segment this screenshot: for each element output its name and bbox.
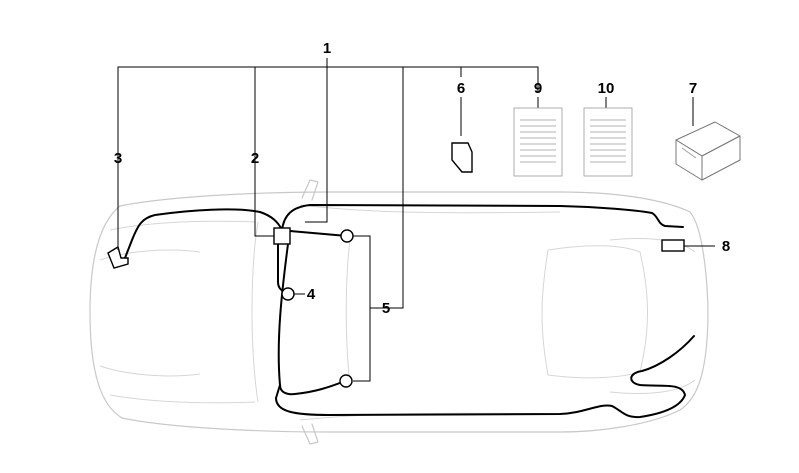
part-8-component [661, 239, 685, 252]
callout-labels: 1 2 3 4 5 6 7 8 9 10 [114, 40, 730, 317]
car-outline [89, 179, 709, 445]
callout-9: 9 [534, 80, 542, 97]
part-4-component [281, 287, 295, 301]
callout-1: 1 [323, 40, 331, 57]
callout-6: 6 [457, 80, 465, 97]
callout-10: 10 [598, 80, 615, 97]
part-5-sensor-rear [339, 374, 353, 388]
wiring-harness [124, 204, 695, 419]
leader-lines [117, 58, 715, 382]
part-7-box [675, 121, 741, 181]
part-9-document [513, 107, 563, 177]
part-10-document [583, 107, 633, 177]
callout-2: 2 [251, 150, 259, 167]
callout-4: 4 [307, 286, 316, 303]
part-3-sensor [107, 245, 129, 269]
part-5-sensor-front [340, 229, 354, 243]
callout-8: 8 [722, 238, 730, 255]
callout-5: 5 [382, 300, 390, 317]
callout-7: 7 [689, 80, 697, 97]
part-2-control-unit [273, 227, 291, 245]
part-6-bracket [451, 142, 473, 173]
callout-3: 3 [114, 150, 122, 167]
